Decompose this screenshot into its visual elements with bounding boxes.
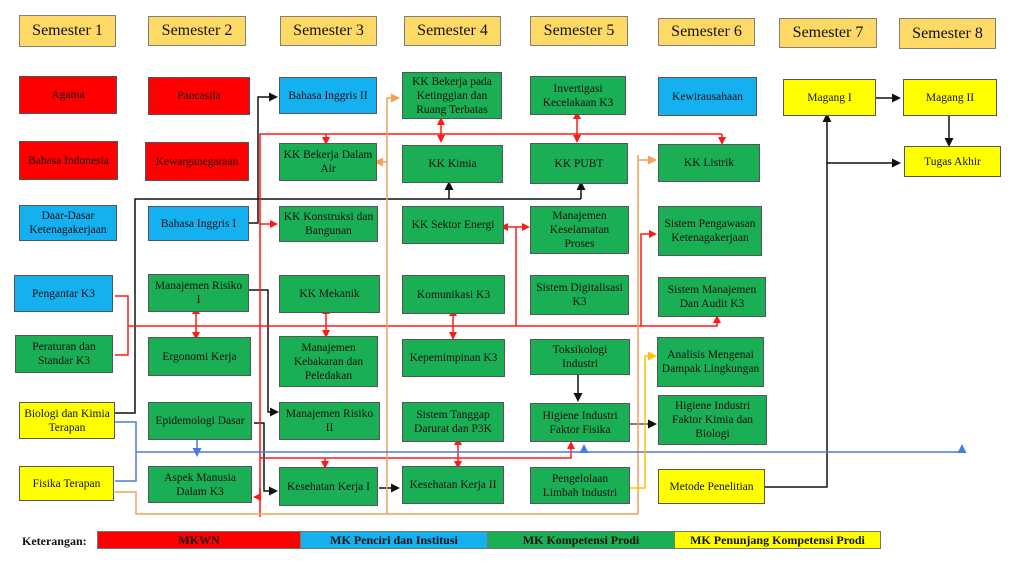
course-manajemen-keselamatan-proses[interactable]: Manajemen Keselamatan Proses bbox=[530, 206, 629, 254]
course-bahasa-indonesia[interactable]: Bahasa Indonesia bbox=[19, 141, 118, 180]
course-magang-2[interactable]: Magang II bbox=[903, 79, 997, 116]
link-pengantar-peraturan-bus bbox=[115, 295, 129, 356]
course-biologi-kimia-terapan[interactable]: Biologi dan Kimia Terapan bbox=[19, 402, 115, 439]
course-manajemen-risiko-2[interactable]: Manajemen Risiko II bbox=[279, 402, 380, 440]
course-kepemimpinan-k3[interactable]: Kepemimpinan K3 bbox=[402, 339, 505, 377]
course-pengantar-k3[interactable]: Pengantar K3 bbox=[14, 275, 113, 312]
semester-header-2: Semester 2 bbox=[148, 16, 246, 46]
legend-penunjang: MK Penunjang Kompetensi Prodi bbox=[674, 531, 881, 549]
course-sistem-pengawasan[interactable]: Sistem Pengawasan Ketenagakerjaan bbox=[658, 206, 762, 256]
link-epidemologi-to-kesja1 bbox=[254, 422, 278, 496]
link-to-pengawasan bbox=[640, 230, 657, 326]
course-kk-kimia[interactable]: KK Kimia bbox=[402, 145, 503, 183]
legend-title: Keterangan: bbox=[22, 534, 87, 548]
course-komunikasi-k3[interactable]: Komunikasi K3 bbox=[402, 275, 505, 314]
semester-header-7: Semester 7 bbox=[779, 18, 877, 48]
course-pengelolaan-limbah[interactable]: Pengelolaan Limbah Industri bbox=[530, 467, 630, 504]
course-kk-sektor-energi[interactable]: KK Sektor Energi bbox=[402, 206, 504, 244]
link-limbah-to-amdal bbox=[630, 351, 657, 489]
course-metode-penelitian[interactable]: Metode Penelitian bbox=[658, 469, 765, 504]
semester-header-5: Semester 5 bbox=[530, 16, 628, 46]
link-to-aspek-manusia bbox=[253, 488, 261, 501]
link-orange-col3 bbox=[386, 93, 400, 514]
semester-header-6: Semester 6 bbox=[658, 18, 755, 46]
link-blue-main bbox=[136, 444, 967, 453]
course-smk3-audit[interactable]: Sistem Manajemen Dan Audit K3 bbox=[658, 277, 766, 317]
legend-kompetensi: MK Kompetensi Prodi bbox=[487, 531, 675, 549]
semester-header-4: Semester 4 bbox=[404, 16, 501, 46]
course-sistem-digitalisasi-k3[interactable]: Sistem Digitalisasi K3 bbox=[530, 275, 629, 315]
link-red-bus-mid bbox=[128, 315, 721, 327]
course-tugas-akhir[interactable]: Tugas Akhir bbox=[904, 146, 1001, 177]
link-blue-bus bbox=[115, 421, 137, 482]
course-kesehatan-kerja-2[interactable]: Kesehatan Kerja II bbox=[402, 466, 504, 504]
course-dasar-ketenagakerjaan[interactable]: Daar-Dasar Ketenagakerjaan bbox=[19, 205, 117, 241]
course-agama[interactable]: Agama bbox=[19, 76, 117, 114]
link-metode-to-magang-tugas bbox=[765, 113, 832, 488]
course-toksikologi-industri[interactable]: Toksikologi Industri bbox=[530, 339, 630, 375]
course-aspek-manusia[interactable]: Aspek Manusia Dalam K3 bbox=[148, 466, 252, 503]
course-bahasa-inggris-1[interactable]: Bahasa Inggris I bbox=[148, 206, 249, 241]
course-ergonomi-kerja[interactable]: Ergonomi Kerja bbox=[148, 337, 251, 376]
course-bahasa-inggris-2[interactable]: Bahasa Inggris II bbox=[279, 77, 377, 114]
course-kk-ketinggian[interactable]: KK Bekerja pada Ketinggian dan Ruang Ter… bbox=[402, 72, 502, 119]
link-biologi-to-kk-kimia-pubt bbox=[115, 198, 581, 414]
course-kk-listrik[interactable]: KK Listrik bbox=[658, 144, 760, 182]
semester-header-1: Semester 1 bbox=[19, 15, 116, 47]
course-kk-konstruksi[interactable]: KK Konstruksi dan Bangunan bbox=[279, 206, 378, 242]
legend-mkwn: MKWN bbox=[97, 531, 301, 549]
course-kesehatan-kerja-1[interactable]: Kesehatan Kerja I bbox=[279, 467, 378, 506]
link-red-bus-bottom bbox=[260, 441, 575, 459]
course-fisika-terapan[interactable]: Fisika Terapan bbox=[19, 466, 114, 501]
course-kk-pubt[interactable]: KK PUBT bbox=[530, 143, 628, 184]
link-fisika-orange-bus bbox=[115, 155, 639, 515]
course-kewarganegaraan[interactable]: Kewarganegaraan bbox=[145, 142, 249, 181]
course-epidemologi-dasar[interactable]: Epidemologi Dasar bbox=[148, 402, 252, 440]
semester-header-8: Semester 8 bbox=[899, 18, 996, 49]
course-manajemen-kebakaran[interactable]: Manajemen Kebakaran dan Peledakan bbox=[279, 336, 378, 387]
course-kk-mekanik[interactable]: KK Mekanik bbox=[279, 275, 380, 313]
link-bahasa-inggris-1-to-2 bbox=[247, 92, 278, 224]
course-amdal[interactable]: Analisis Mengenai Dampak Lingkungan bbox=[657, 337, 764, 387]
semester-header-3: Semester 3 bbox=[280, 16, 377, 46]
course-pancasila[interactable]: Pancasila bbox=[148, 77, 250, 115]
course-peraturan-standar-k3[interactable]: Peraturan dan Standar K3 bbox=[15, 335, 113, 373]
course-manajemen-risiko-1[interactable]: Manajemen Risiko I bbox=[148, 274, 249, 312]
link-mr1-to-mr2 bbox=[248, 289, 279, 417]
course-investigasi-kecelakaan[interactable]: Invertigasi Kecelakaan K3 bbox=[530, 76, 626, 115]
course-kk-bekerja-dalam-air[interactable]: KK Bekerja Dalam Air bbox=[279, 143, 377, 181]
course-kewirausahaan[interactable]: Kewirausahaan bbox=[658, 77, 757, 116]
course-higiene-faktor-kimia-biologi[interactable]: Higiene Industri Faktor Kimia dan Biolog… bbox=[658, 395, 767, 445]
link-red-bus-top bbox=[259, 133, 722, 517]
course-magang-1[interactable]: Magang I bbox=[783, 79, 876, 116]
course-sistem-tanggap-darurat[interactable]: Sistem Tanggap Darurat dan P3K bbox=[402, 402, 504, 442]
course-higiene-faktor-fisika[interactable]: Higiene Industri Faktor Fisika bbox=[530, 403, 630, 442]
